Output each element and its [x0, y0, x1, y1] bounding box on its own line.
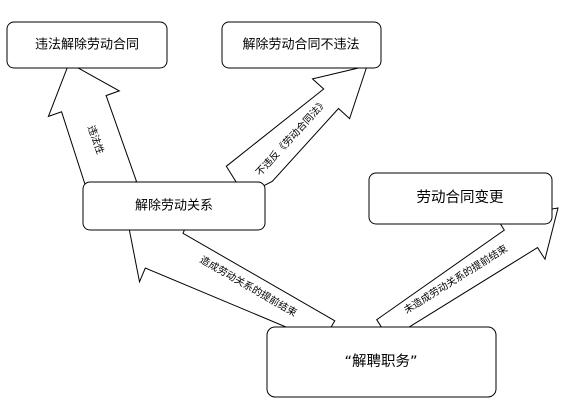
arrow-not-caused-early-end-label: 未造成劳动关系的提前结束	[401, 242, 510, 317]
node-dismissal-label: “解聘职务”	[344, 353, 417, 370]
node-legal-termination-label: 解除劳动合同不违法	[242, 37, 359, 53]
node-legal-termination-box	[221, 21, 382, 69]
node-legal-termination: 解除劳动合同不违法	[221, 21, 382, 69]
node-illegal-termination-box	[6, 21, 168, 69]
node-contract-change-label: 劳动合同变更	[417, 189, 504, 206]
node-contract-change-box	[368, 172, 553, 225]
arrow-not-caused-early-end-shape	[376, 207, 559, 340]
arrow-not-violating-law: 不违反《劳动合同法》	[225, 65, 368, 197]
node-contract-change: 劳动合同变更	[368, 172, 553, 225]
node-termination-box	[82, 181, 266, 231]
arrow-not-caused-early-end: 未造成劳动关系的提前结束	[376, 207, 559, 340]
arrow-illegality-shape	[47, 62, 138, 199]
arrow-caused-early-end: 造成劳动关系的提前结束	[127, 218, 336, 343]
node-dismissal: “解聘职务”	[266, 326, 497, 398]
arrow-illegality: 违法性	[47, 62, 138, 199]
node-dismissal-box	[266, 326, 497, 398]
node-illegal-termination-label: 违法解除劳动合同	[35, 37, 139, 53]
node-illegal-termination: 违法解除劳动合同	[6, 21, 168, 69]
node-termination: 解除劳动关系	[82, 181, 266, 231]
node-termination-label: 解除劳动关系	[135, 198, 213, 214]
